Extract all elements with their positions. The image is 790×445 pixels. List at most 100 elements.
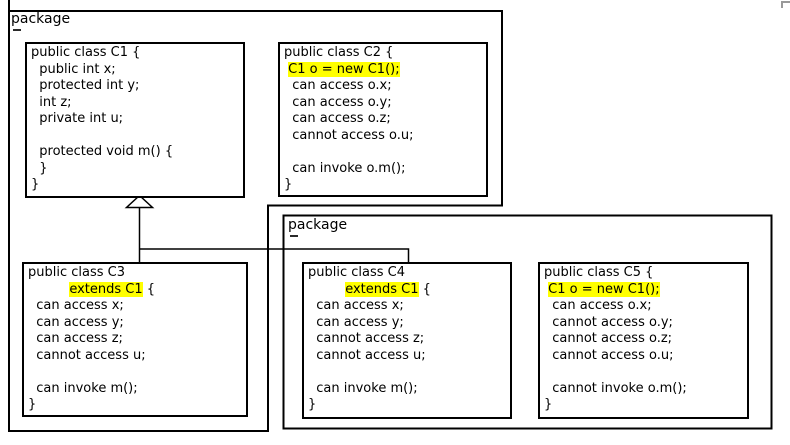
code-text: }	[31, 177, 40, 192]
class-box-c5: public class C5 { C1 o = new C1(); can a…	[538, 262, 749, 419]
code-line: cannot access u;	[28, 348, 246, 365]
code-line: public int x;	[31, 62, 243, 79]
code-line: C1 o = new C1();	[284, 61, 486, 79]
code-line: can invoke m();	[28, 381, 246, 398]
code-text: }	[308, 397, 317, 412]
code-line: can access z;	[28, 331, 246, 348]
code-line: C1 o = new C1();	[544, 281, 747, 299]
code-text: protected void m() {	[31, 144, 174, 159]
code-line: protected int y;	[31, 78, 243, 95]
code-text: can invoke m();	[308, 380, 418, 396]
package1-label: package	[11, 11, 70, 31]
code-text: public class C2 {	[284, 45, 394, 60]
code-text: protected int y;	[31, 78, 140, 93]
code-text	[28, 282, 69, 297]
code-line: can access y;	[308, 315, 510, 332]
code-line: public class C1 {	[31, 45, 243, 62]
code-text: }	[31, 160, 48, 176]
code-line: public class C4	[308, 265, 510, 282]
code-line	[31, 128, 243, 145]
code-text: cannot access o.u;	[284, 127, 414, 143]
inheritance-line-c4	[139, 248, 410, 262]
code-line: extends C1 {	[28, 281, 246, 299]
code-line: can access o.y;	[284, 95, 486, 112]
code-text: cannot access o.y;	[544, 314, 673, 330]
highlighted-code: C1 o = new C1();	[548, 281, 660, 297]
code-line: }	[544, 397, 747, 414]
code-text: can access y;	[28, 314, 124, 330]
class-box-c3: public class C3 extends C1 { can access …	[22, 262, 248, 417]
code-line	[28, 364, 246, 381]
code-text: can invoke o.m();	[284, 160, 406, 176]
code-text: can access o.y;	[284, 94, 392, 110]
package1-border	[8, 10, 503, 432]
code-line: can access x;	[308, 298, 510, 315]
code-text	[308, 282, 345, 297]
code-text: cannot access u;	[308, 347, 426, 363]
highlighted-code: C1 o = new C1();	[288, 61, 400, 77]
code-line: }	[308, 397, 510, 414]
class-box-c4: public class C4 extends C1 { can access …	[302, 262, 512, 419]
code-line	[544, 364, 747, 381]
code-line: can access o.x;	[544, 298, 747, 315]
code-line: can invoke m();	[308, 381, 510, 398]
code-line: cannot access o.y;	[544, 315, 747, 332]
package1-name-dash	[13, 29, 21, 31]
code-line: cannot access o.z;	[544, 331, 747, 348]
code-text: public class C4	[308, 265, 405, 280]
code-line: public class C5 {	[544, 265, 747, 282]
code-text: cannot invoke o.m();	[544, 380, 687, 396]
code-text: can invoke m();	[28, 380, 138, 396]
code-line: int z;	[31, 95, 243, 112]
code-line: can access x;	[28, 298, 246, 315]
highlighted-code: extends C1	[69, 281, 143, 297]
code-line: }	[284, 177, 486, 194]
package2-label-text: package	[288, 217, 348, 233]
code-text: {	[142, 281, 156, 297]
code-line: private int u;	[31, 111, 243, 128]
code-text: }	[28, 397, 37, 412]
code-line: cannot access u;	[308, 348, 510, 365]
code-line: can access o.z;	[284, 111, 486, 128]
class-box-c2: public class C2 { C1 o = new C1(); can a…	[278, 42, 488, 197]
package2-name-dash	[290, 235, 298, 237]
code-text: can access o.x;	[544, 298, 652, 313]
code-line	[284, 144, 486, 161]
inheritance-triangle-icon	[124, 194, 155, 209]
code-text: can access x;	[28, 298, 124, 313]
code-text: public int x;	[31, 61, 116, 77]
code-text: private int u;	[31, 111, 124, 126]
code-text: cannot access z;	[308, 331, 425, 346]
code-line: public class C3	[28, 265, 246, 282]
code-text: cannot access o.u;	[544, 347, 674, 363]
code-text: cannot access u;	[28, 347, 146, 363]
code-line: cannot access z;	[308, 331, 510, 348]
code-text: int z;	[31, 94, 72, 110]
code-text: can access x;	[308, 298, 404, 313]
code-text: }	[544, 397, 553, 412]
code-line: protected void m() {	[31, 144, 243, 161]
class-box-c1: public class C1 { public int x; protecte…	[25, 42, 245, 198]
code-text: public class C1 {	[31, 45, 141, 60]
code-line: can access y;	[28, 315, 246, 332]
code-line: }	[28, 397, 246, 414]
screen-corner-artifact	[781, 1, 790, 8]
code-text: can access o.x;	[284, 78, 392, 93]
code-text: can access y;	[308, 314, 404, 330]
code-line: can invoke o.m();	[284, 161, 486, 178]
code-line: cannot access o.u;	[544, 348, 747, 365]
code-line: cannot invoke o.m();	[544, 381, 747, 398]
code-text: public class C5 {	[544, 265, 654, 280]
code-text: public class C3	[28, 265, 125, 280]
code-line: can access o.x;	[284, 78, 486, 95]
code-text: cannot access o.z;	[544, 331, 673, 346]
code-line: public class C2 {	[284, 45, 486, 62]
code-text: can access z;	[28, 331, 123, 346]
code-line	[308, 364, 510, 381]
package2-label: package	[288, 217, 347, 237]
code-line: }	[31, 161, 243, 178]
code-line: }	[31, 177, 243, 194]
code-line: extends C1 {	[308, 281, 510, 299]
code-text: }	[284, 177, 293, 192]
